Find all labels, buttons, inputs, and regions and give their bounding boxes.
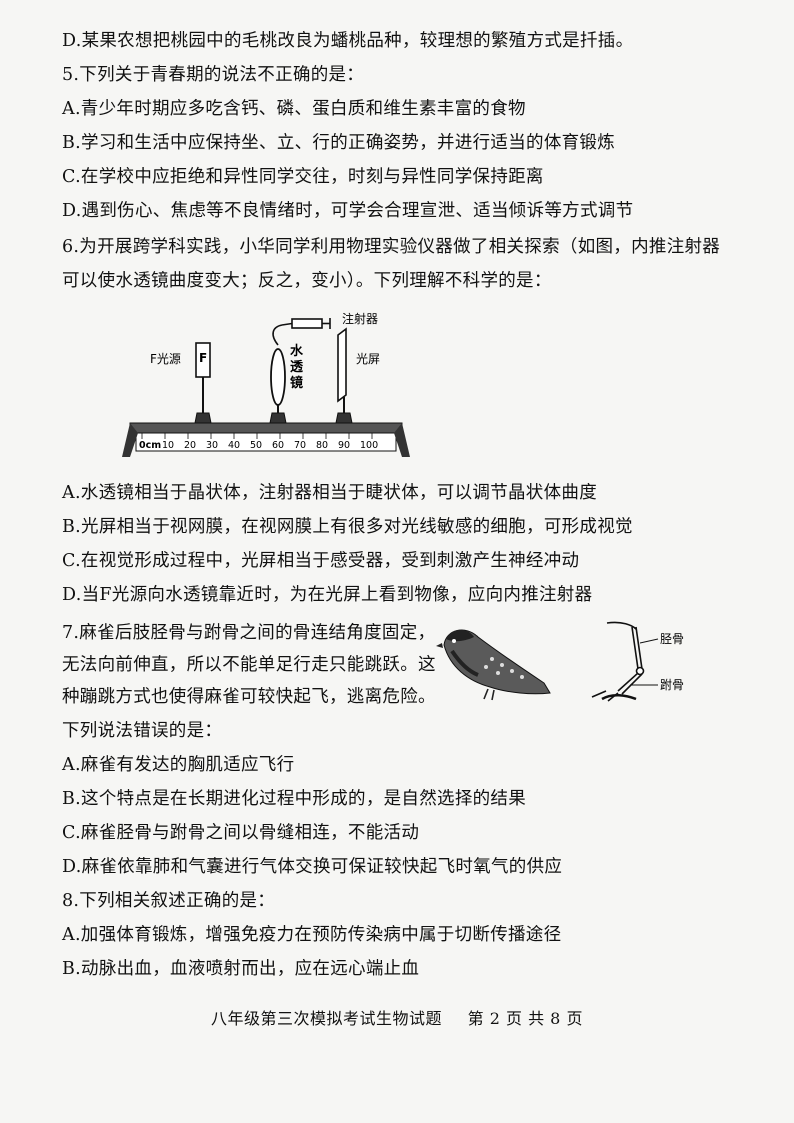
option-8a: A.加强体育锻炼，增强免疫力在预防传染病中属于切断传播途径 — [62, 925, 562, 945]
option-7a: A.麻雀有发达的胸肌适应飞行 — [62, 755, 295, 775]
option-7c: C.麻雀胫骨与跗骨之间以骨缝相连，不能活动 — [62, 823, 420, 843]
ruler-tick-30: 30 — [206, 440, 218, 451]
water-lens-icon — [270, 348, 286, 406]
source-f-label: F — [199, 351, 207, 365]
question-6-line-2: 可以使水透镜曲度变大；反之，变小）。下列理解不科学的是： — [62, 271, 552, 291]
option-5b: B.学习和生活中应保持坐、立、行的正确姿势，并进行适当的体育锻炼 — [62, 133, 616, 153]
sparrow-icon — [436, 629, 551, 701]
screen-label: 光屏 — [356, 352, 380, 366]
option-5c: C.在学校中应拒绝和异性同学交往，时刻与异性同学保持距离 — [62, 167, 544, 187]
ruler-tick-20: 20 — [184, 440, 196, 451]
option-8b: B.动脉出血，血液喷射而出，应在远心端止血 — [62, 959, 420, 979]
option-6a: A.水透镜相当于晶状体，注射器相当于睫状体，可以调节晶状体曲度 — [62, 483, 597, 503]
ruler-tick-50: 50 — [250, 440, 262, 451]
question-8: 8.下列相关叙述正确的是： — [62, 891, 276, 911]
ruler-tick-70: 70 — [294, 440, 306, 451]
ruler-tick-100: 100 — [360, 440, 378, 451]
sparrow-figure: 胫骨 跗骨 — [436, 621, 684, 702]
ruler — [135, 432, 397, 452]
footer-page-number: 第 2 页 共 8 页 — [467, 1009, 583, 1028]
ruler-tick-90: 90 — [338, 440, 350, 451]
source-label: F光源 — [150, 352, 181, 366]
question-7-line-3: 种蹦跳方式也使得麻雀可较快起飞，逃离危险。 — [62, 687, 436, 707]
screen-icon — [337, 327, 347, 403]
option-7b: B.这个特点是在长期进化过程中形成的，是自然选择的结果 — [62, 789, 527, 809]
question-6-line-1: 6.为开展跨学科实践，小华同学利用物理实验仪器做了相关探索（如图，内推注射器 — [62, 237, 721, 257]
tarsus-label: 跗骨 — [660, 678, 684, 692]
syringe-label: 注射器 — [342, 311, 378, 326]
question-7-prompt: 下列说法错误的是： — [62, 721, 223, 741]
ruler-tick-80: 80 — [316, 440, 328, 451]
leg-bone-icon — [591, 621, 659, 702]
ruler-tick-60: 60 — [272, 440, 284, 451]
option-5a: A.青少年时期应多吃含钙、磷、蛋白质和维生素丰富的食物 — [62, 99, 526, 119]
option-5d: D.遇到伤心、焦虑等不良情绪时，可学会合理宣泄、适当倾诉等方式调节 — [62, 201, 634, 221]
page-footer: 八年级第三次模拟考试生物试题 第 2 页 共 8 页 — [0, 1005, 794, 1029]
syringe-icon — [272, 318, 331, 346]
option-4d: D.某果农想把桃园中的毛桃改良为蟠桃品种，较理想的繁殖方式是扦插。 — [62, 31, 634, 51]
ruler-tick-40: 40 — [228, 440, 240, 451]
option-7d: D.麻雀依靠肺和气囊进行气体交换可保证较快起飞时氧气的供应 — [62, 857, 563, 877]
option-6b: B.光屏相当于视网膜，在视网膜上有很多对光线敏感的细胞，可形成视觉 — [62, 517, 633, 537]
question-7-line-2: 无法向前伸直，所以不能单足行走只能跳跃。这 — [62, 655, 436, 675]
ruler-ticks — [141, 433, 373, 439]
lens-label-1: 水 — [290, 343, 304, 359]
bench-rail — [129, 422, 403, 434]
option-6d: D.当F光源向水透镜靠近时，为在光屏上看到物像，应向内推注射器 — [62, 585, 593, 605]
ruler-tick-10: 10 — [162, 440, 174, 451]
question-5: 5.下列关于青春期的说法不正确的是： — [62, 65, 365, 85]
ruler-zero: 0cm — [139, 440, 161, 451]
footer-title: 八年级第三次模拟考试生物试题 — [211, 1009, 443, 1028]
lens-label-3: 镜 — [290, 375, 303, 391]
question-7-line-1: 7.麻雀后肢胫骨与跗骨之间的骨连结角度固定， — [62, 623, 436, 643]
tibia-label: 胫骨 — [660, 632, 684, 646]
lens-label-2: 透 — [290, 360, 303, 375]
optics-bench-diagram: 注射器 水 透 镜 F光源 F 光屏 0cm 10 2 — [122, 311, 410, 457]
option-6c: C.在视觉形成过程中，光屏相当于感受器，受到刺激产生神经冲动 — [62, 551, 580, 571]
